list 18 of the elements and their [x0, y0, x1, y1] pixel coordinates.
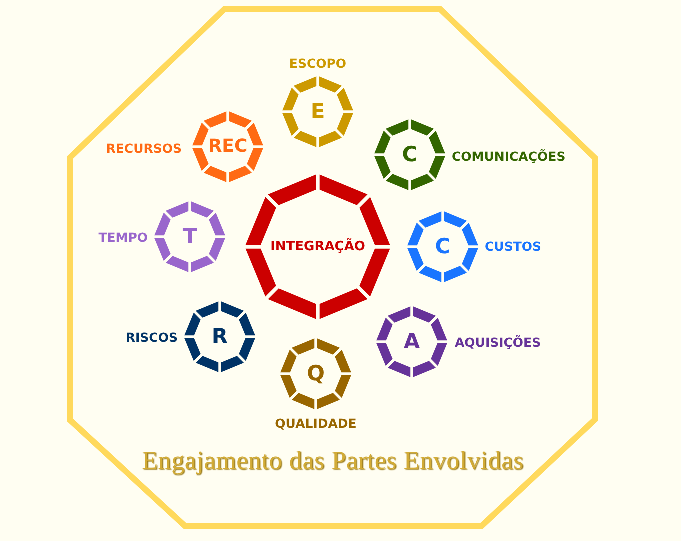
ring-letter: A [404, 332, 420, 352]
category-label: TEMPO [98, 232, 148, 244]
category-label: COMUNICAÇÕES [452, 150, 566, 164]
ring-letter: C [435, 236, 451, 258]
center-label: INTEGRAÇÃO [270, 240, 366, 254]
ring-letter: Q [307, 364, 325, 384]
ring-letter: R [212, 326, 228, 348]
category-label: QUALIDADE [275, 418, 357, 430]
ring-letter: REC [208, 138, 248, 156]
category-label: CUSTOS [485, 240, 542, 254]
ring-letter: C [402, 144, 418, 166]
category-label: AQUISIÇÕES [455, 336, 542, 350]
frame-title: Engajamento das Partes Envolvidas [142, 448, 524, 474]
ring-letter: E [310, 102, 326, 122]
category-label: ESCOPO [289, 58, 347, 70]
ring-letter: T [182, 226, 198, 248]
category-label: RISCOS [126, 332, 178, 344]
category-label: RECURSOS [106, 142, 182, 156]
